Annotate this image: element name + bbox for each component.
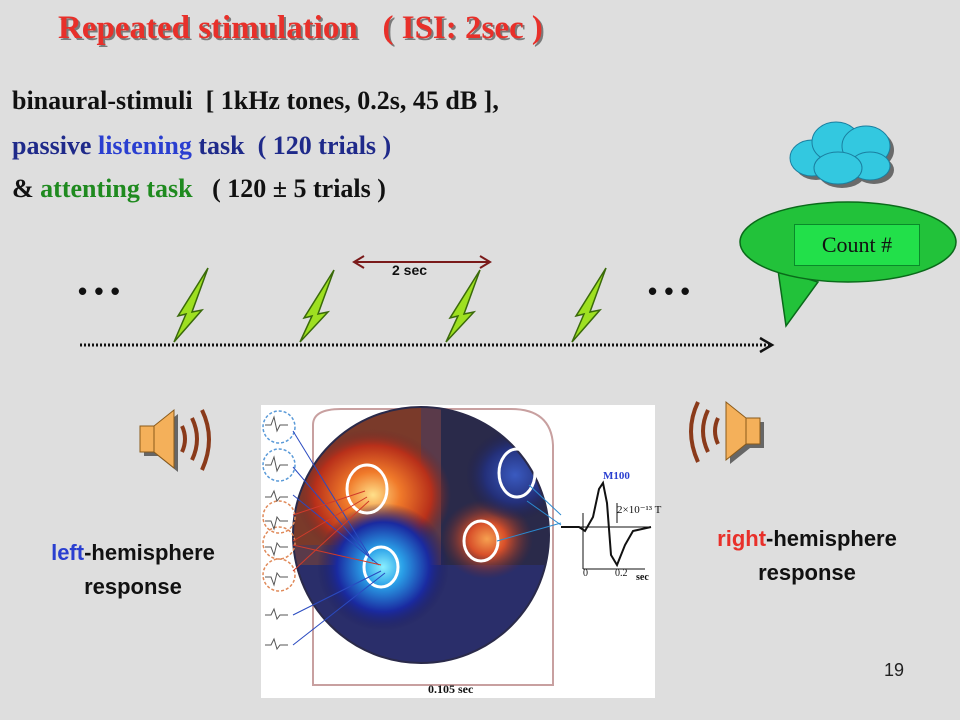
latency-label: 0.105 sec (428, 682, 474, 696)
count-label: Count # (794, 224, 920, 266)
waveform-axis-unit: sec (636, 572, 649, 583)
timeline-arrowhead (759, 336, 775, 354)
ellipsis-left: • • • (78, 276, 120, 306)
sensor-circles (262, 410, 296, 592)
listening-word: listening (97, 131, 192, 160)
waveform-scale-label: 2×10⁻¹³ T (617, 504, 662, 516)
left-response-word: response (84, 574, 182, 599)
waveform-peak-label: M100 (603, 470, 630, 482)
slide-title: Repeated stimulation ( ISI: 2sec ) (58, 10, 543, 46)
right-blue-source-marker (497, 447, 537, 499)
passive-task-trials: task ( 120 trials ) (191, 131, 392, 160)
attending-task-word: attenting task (40, 174, 193, 203)
lightning-stimulus-icon (299, 269, 335, 343)
page-number: 19 (884, 660, 905, 680)
stimulus-timeline (80, 255, 775, 354)
right-response-word: response (758, 560, 856, 585)
lightning-stimulus-icon (445, 269, 481, 343)
ampersand: & (12, 174, 41, 203)
right-hemisphere-word: -hemisphere (766, 526, 897, 551)
sensor-lines-blue (292, 430, 386, 646)
lightning-stimulus-icon (173, 267, 209, 343)
passive-task-line: passive listening task ( 120 trials ) (12, 131, 391, 161)
sensor-waveform-column (265, 415, 288, 651)
meg-field-map-figure (261, 405, 655, 698)
left-hemisphere-label: left-hemisphere response (28, 536, 238, 604)
ellipsis-right: • • • (648, 276, 690, 306)
right-hemisphere-label: right-hemisphere response (690, 522, 924, 590)
waveform-tick-point-two: 0.2 (615, 568, 628, 579)
left-word: left (51, 540, 85, 565)
passive-word: passive (12, 131, 98, 160)
waveform-tick-zero: 0 (583, 568, 588, 579)
sensor-lines-red (292, 490, 382, 572)
stimuli-description: binaural-stimuli [ 1kHz tones, 0.2s, 45 … (12, 86, 499, 115)
lightning-stimulus-icon (571, 267, 607, 343)
thought-cloud-icon (789, 121, 894, 188)
attending-task-line: & attenting task ( 120 ± 5 trials ) (12, 174, 386, 204)
speaker-left-icon (139, 408, 211, 472)
left-red-source-marker (345, 463, 389, 515)
attending-task-trials: ( 120 ± 5 trials ) (192, 174, 386, 203)
left-blue-source-marker (362, 545, 400, 589)
left-hemisphere-word: -hemisphere (84, 540, 215, 565)
interval-label: 2 sec (392, 262, 428, 278)
right-word: right (717, 526, 767, 551)
m100-waveform (561, 480, 652, 570)
speaker-right-icon (689, 400, 764, 464)
